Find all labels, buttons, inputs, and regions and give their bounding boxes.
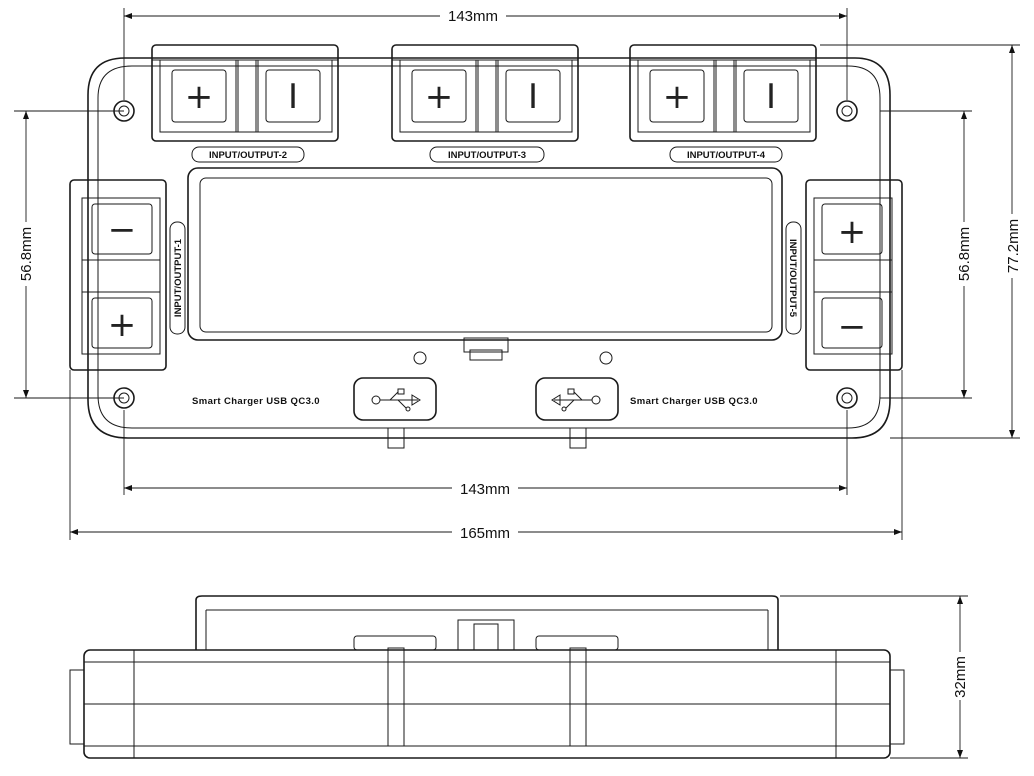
led-indicator <box>413 351 427 365</box>
mount-hole-icon <box>836 100 858 122</box>
polarity-symbol: I <box>288 77 298 117</box>
usb-port-left <box>353 377 437 421</box>
polarity-symbol: + <box>663 77 692 117</box>
connector-top-2: + I <box>391 44 579 142</box>
side-dimension: 32mm <box>780 595 970 759</box>
dimension-right-height: 56.8mm <box>956 227 973 281</box>
polarity-symbol: + <box>425 77 454 117</box>
display-window <box>187 167 783 341</box>
mount-hole-icon <box>836 387 858 409</box>
led-indicator <box>599 351 613 365</box>
body-inner-outline <box>97 65 881 429</box>
polarity-symbol: − <box>838 307 867 347</box>
dimension-overall-height: 77.2mm <box>1005 219 1022 273</box>
dimensions: 143mm 143mm 165mm 56.8mm 56.8mm <box>14 6 1024 542</box>
port-label: INPUT/OUTPUT-4 <box>687 150 766 161</box>
usb-icon <box>371 388 421 412</box>
port-label: INPUT/OUTPUT-2 <box>209 150 287 161</box>
connector-top-3: + I <box>629 44 817 142</box>
polarity-symbol: − <box>108 210 137 250</box>
usb-label: Smart Charger USB QC3.0 <box>192 396 320 407</box>
polarity-symbol: + <box>185 77 214 117</box>
side-view <box>69 595 905 759</box>
connector-top-1: + I <box>151 44 339 142</box>
dimension-left-height: 56.8mm <box>18 227 35 281</box>
usb-label: Smart Charger USB QC3.0 <box>630 396 758 407</box>
dimension-overall-width: 165mm <box>460 525 510 542</box>
connector-right: + − <box>805 179 903 371</box>
polarity-symbol: + <box>108 305 137 345</box>
dimension-side-height: 32mm <box>952 656 969 698</box>
usb-port-right <box>535 377 619 421</box>
body-outline <box>87 57 891 439</box>
dimension-bottom-width: 143mm <box>460 481 510 498</box>
polarity-symbol: I <box>528 77 538 117</box>
dimension-top-width: 143mm <box>448 8 498 25</box>
polarity-symbol: I <box>766 77 776 117</box>
polarity-symbol: + <box>838 212 867 252</box>
port-label: INPUT/OUTPUT-1 <box>173 238 184 317</box>
top-view: + I + I + I INPUT/OUTPUT-2 <box>69 44 903 449</box>
port-label: INPUT/OUTPUT-5 <box>787 239 798 318</box>
port-label: INPUT/OUTPUT-3 <box>448 150 526 161</box>
usb-icon <box>551 388 601 412</box>
connector-left: − + <box>69 179 167 371</box>
